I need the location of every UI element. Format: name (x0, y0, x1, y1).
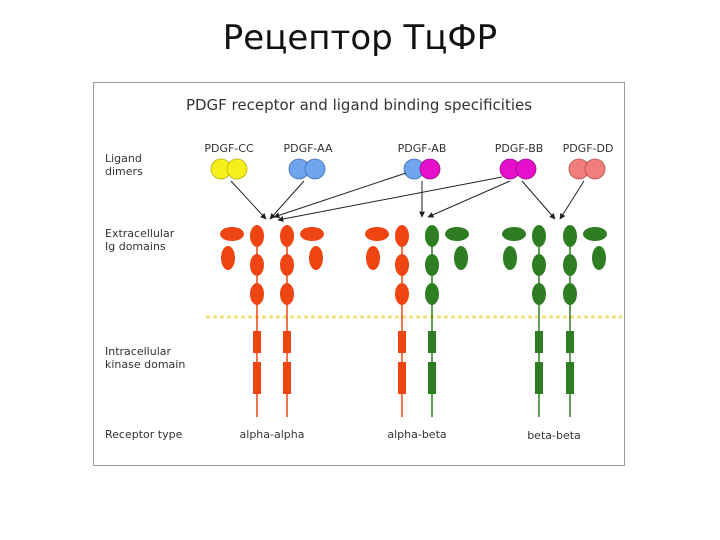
arrow-aa-aa (269, 180, 305, 220)
kinase-domain (283, 362, 291, 394)
ligand-monomer (515, 158, 537, 180)
kinase-domain (428, 331, 436, 353)
arrow-cc-aa (230, 180, 267, 220)
ig-domain (395, 283, 409, 305)
ig-domain (300, 227, 324, 241)
kinase-domain (398, 362, 406, 394)
ig-domain (532, 225, 546, 247)
ligand-monomer (584, 158, 606, 180)
ligand-monomer (304, 158, 326, 180)
arrow-bb-ab (427, 180, 511, 218)
pdgf-diagram: PDGF receptor and ligand binding specifi… (105, 96, 622, 442)
receptor-label-alpha-beta: alpha-beta (387, 428, 446, 441)
row-label-receptor-type: Receptor type (105, 428, 183, 441)
ig-domain (280, 225, 294, 247)
ligand-label-cc: PDGF-CC (204, 142, 254, 155)
kinase-domain (253, 362, 261, 394)
receptor-alpha-alpha (220, 225, 324, 417)
arrow-bb-aa (277, 176, 503, 222)
ig-domain (250, 254, 264, 276)
ligand-label-bb: PDGF-BB (495, 142, 544, 155)
ligand-monomer (419, 158, 441, 180)
ligand-label-ab: PDGF-AB (398, 142, 447, 155)
ig-domain (395, 254, 409, 276)
arrow-dd-bb (559, 180, 585, 220)
ig-domain (365, 227, 389, 241)
ig-domain (563, 225, 577, 247)
ligand-monomer (226, 158, 248, 180)
receptor-label-alpha-alpha: alpha-alpha (240, 428, 305, 441)
ig-domain (425, 283, 439, 305)
ig-domain (250, 225, 264, 247)
ig-domain (280, 254, 294, 276)
ig-domain (250, 283, 264, 305)
slide-title: Рецептор ТцФР (222, 18, 498, 58)
ig-domain (563, 254, 577, 276)
ig-domain (532, 254, 546, 276)
kinase-domain (398, 331, 406, 353)
ligand-dimer-bb (499, 158, 537, 180)
ligand-dimer-aa (288, 158, 326, 180)
ig-domain (445, 227, 469, 241)
kinase-domain (535, 362, 543, 394)
kinase-domain (566, 362, 574, 394)
ligand-dimer-dd (568, 158, 606, 180)
kinase-domain (566, 331, 574, 353)
ig-domain (220, 227, 244, 241)
ligand-dimer-cc (210, 158, 248, 180)
receptor-alpha-beta (365, 225, 469, 417)
ligand-label-dd: PDGF-DD (563, 142, 614, 155)
ig-domain (503, 246, 517, 270)
ig-domain (532, 283, 546, 305)
diagram-frame: PDGF receptor and ligand binding specifi… (93, 82, 625, 466)
ig-domain (366, 246, 380, 270)
arrow-bb-bb (521, 180, 556, 220)
kinase-domain (428, 362, 436, 394)
row-label-intracellular: Intracellular kinase domain (105, 345, 185, 371)
row-label-extracellular: Extracellular Ig domains (105, 227, 178, 253)
ig-domain (309, 246, 323, 270)
ig-domain (425, 254, 439, 276)
kinase-domain (253, 331, 261, 353)
kinase-domain (283, 331, 291, 353)
ig-domain (502, 227, 526, 241)
ligand-label-aa: PDGF-AA (283, 142, 333, 155)
ig-domain (592, 246, 606, 270)
kinase-domain (535, 331, 543, 353)
ligand-dimer-ab (403, 158, 441, 180)
figure-title: PDGF receptor and ligand binding specifi… (186, 96, 532, 114)
arrow-ab-aa (273, 172, 407, 219)
receptor-label-beta-beta: beta-beta (527, 429, 581, 442)
ig-domain (583, 227, 607, 241)
ig-domain (221, 246, 235, 270)
row-label-ligand: Ligand dimers (105, 152, 145, 178)
ig-domain (425, 225, 439, 247)
ig-domain (280, 283, 294, 305)
receptor-beta-beta (502, 225, 607, 417)
ig-domain (563, 283, 577, 305)
ig-domain (395, 225, 409, 247)
binding-arrows (230, 172, 585, 222)
ig-domain (454, 246, 468, 270)
